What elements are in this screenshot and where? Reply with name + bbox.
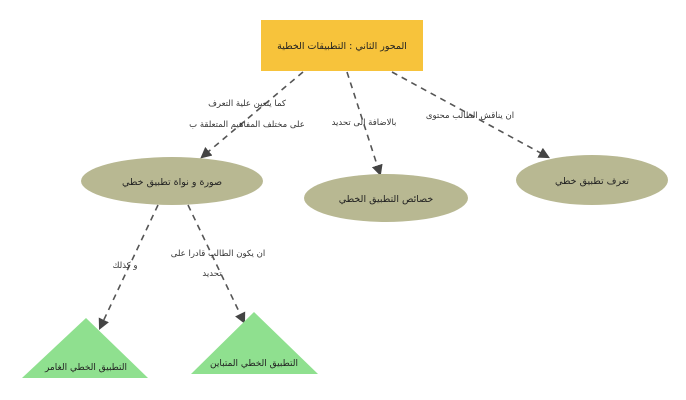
node-tri-left-shape xyxy=(22,318,148,378)
edge-label-root-right: ان يناقش الطالب محتوى xyxy=(426,111,514,121)
edge-root-to-left xyxy=(200,71,304,159)
node-right-shape xyxy=(516,155,668,205)
node-left[interactable]: صورة و نواة تطبيق خطي xyxy=(81,157,263,205)
edge-label-root-left-line1: كما يتعين علية التعرف xyxy=(208,99,287,109)
edge-labels-layer: كما يتعين علية التعرف على مختلف المفاهيم… xyxy=(112,99,514,279)
edge-label-left-trileft: و كذلك xyxy=(112,261,137,271)
edge-label-left-triright-line1: ان يكون الطالب قادرا على xyxy=(171,249,265,259)
edges-layer xyxy=(98,71,550,331)
root-node-label: المحور الثاني : التطبيقات الخطية xyxy=(277,41,407,52)
node-right-label: تعرف تطبيق خطي xyxy=(555,176,629,187)
node-middle-shape xyxy=(304,174,468,222)
node-right[interactable]: تعرف تطبيق خطي xyxy=(516,155,668,205)
edge-label-left-triright-line2: تحديد xyxy=(202,269,222,279)
edge-left-to-tri-left xyxy=(98,204,159,331)
edge-left-to-tri-right xyxy=(187,204,246,325)
node-middle[interactable]: خصائص التطبيق الخطي xyxy=(304,174,468,222)
node-tri-right[interactable]: التطبيق الخطي المتباين xyxy=(191,312,318,374)
root-node-box xyxy=(261,20,423,71)
node-left-label: صورة و نواة تطبيق خطي xyxy=(122,177,222,188)
edge-label-root-middle: بالاضافة الى تحديد xyxy=(332,118,397,128)
node-tri-left-label: التطبيق الخطي الغامر xyxy=(44,363,127,373)
node-middle-label: خصائص التطبيق الخطي xyxy=(339,194,434,205)
edge-root-to-middle xyxy=(346,71,383,177)
node-tri-left[interactable]: التطبيق الخطي الغامر xyxy=(22,318,148,378)
edge-root-to-right xyxy=(391,71,550,159)
node-tri-right-label: التطبيق الخطي المتباين xyxy=(210,359,298,369)
edge-label-root-left-line2: على مختلف المفاهيم المتعلقة ب xyxy=(189,120,305,130)
node-left-shape xyxy=(81,157,263,205)
node-tri-right-shape xyxy=(191,312,318,374)
root-node[interactable]: المحور الثاني : التطبيقات الخطية xyxy=(261,20,423,71)
